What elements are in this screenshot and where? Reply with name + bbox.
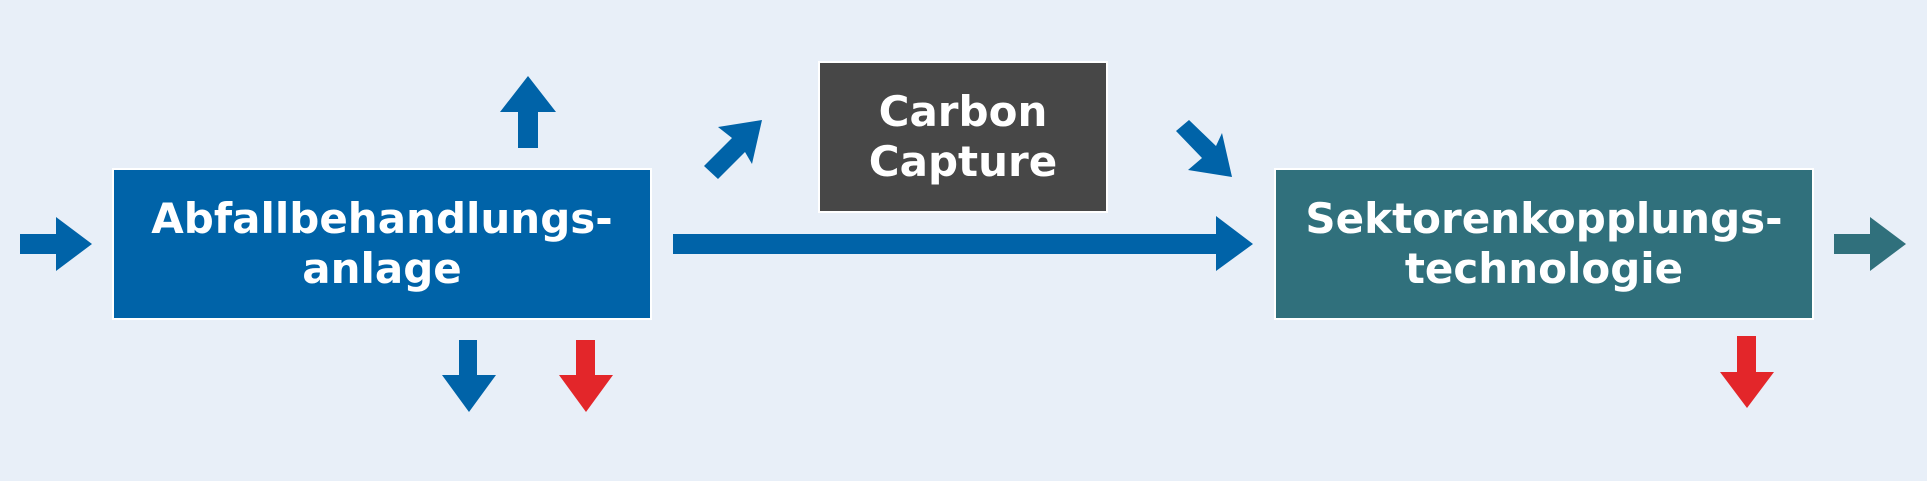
diagonal-arrow-to-capture — [704, 120, 762, 179]
output-arrow — [1834, 217, 1906, 271]
carbon-capture-box: Carbon Capture — [818, 61, 1108, 213]
waste-treatment-plant-box: Abfallbehandlungs- anlage — [112, 168, 652, 320]
output-down-arrow-red — [559, 340, 613, 412]
sector-coupling-box: Sektorenkopplungs- technologie — [1274, 168, 1814, 320]
waste-plant-label-line1: Abfallbehandlungs- — [151, 193, 613, 243]
waste-plant-label-line2: anlage — [302, 244, 462, 293]
output-down-arrow-blue — [442, 340, 496, 412]
sector-coupling-label-line2: technologie — [1404, 244, 1684, 293]
emission-up-arrow — [500, 76, 556, 148]
sector-down-arrow-red — [1720, 336, 1774, 408]
sector-coupling-label-line1: Sektorenkopplungs- — [1305, 193, 1783, 243]
main-flow-arrow — [673, 216, 1253, 271]
carbon-capture-label-line2: Capture — [868, 137, 1058, 186]
diagonal-arrow-from-capture — [1176, 120, 1232, 177]
input-arrow — [20, 217, 92, 271]
carbon-capture-label-line1: Carbon — [878, 86, 1048, 136]
